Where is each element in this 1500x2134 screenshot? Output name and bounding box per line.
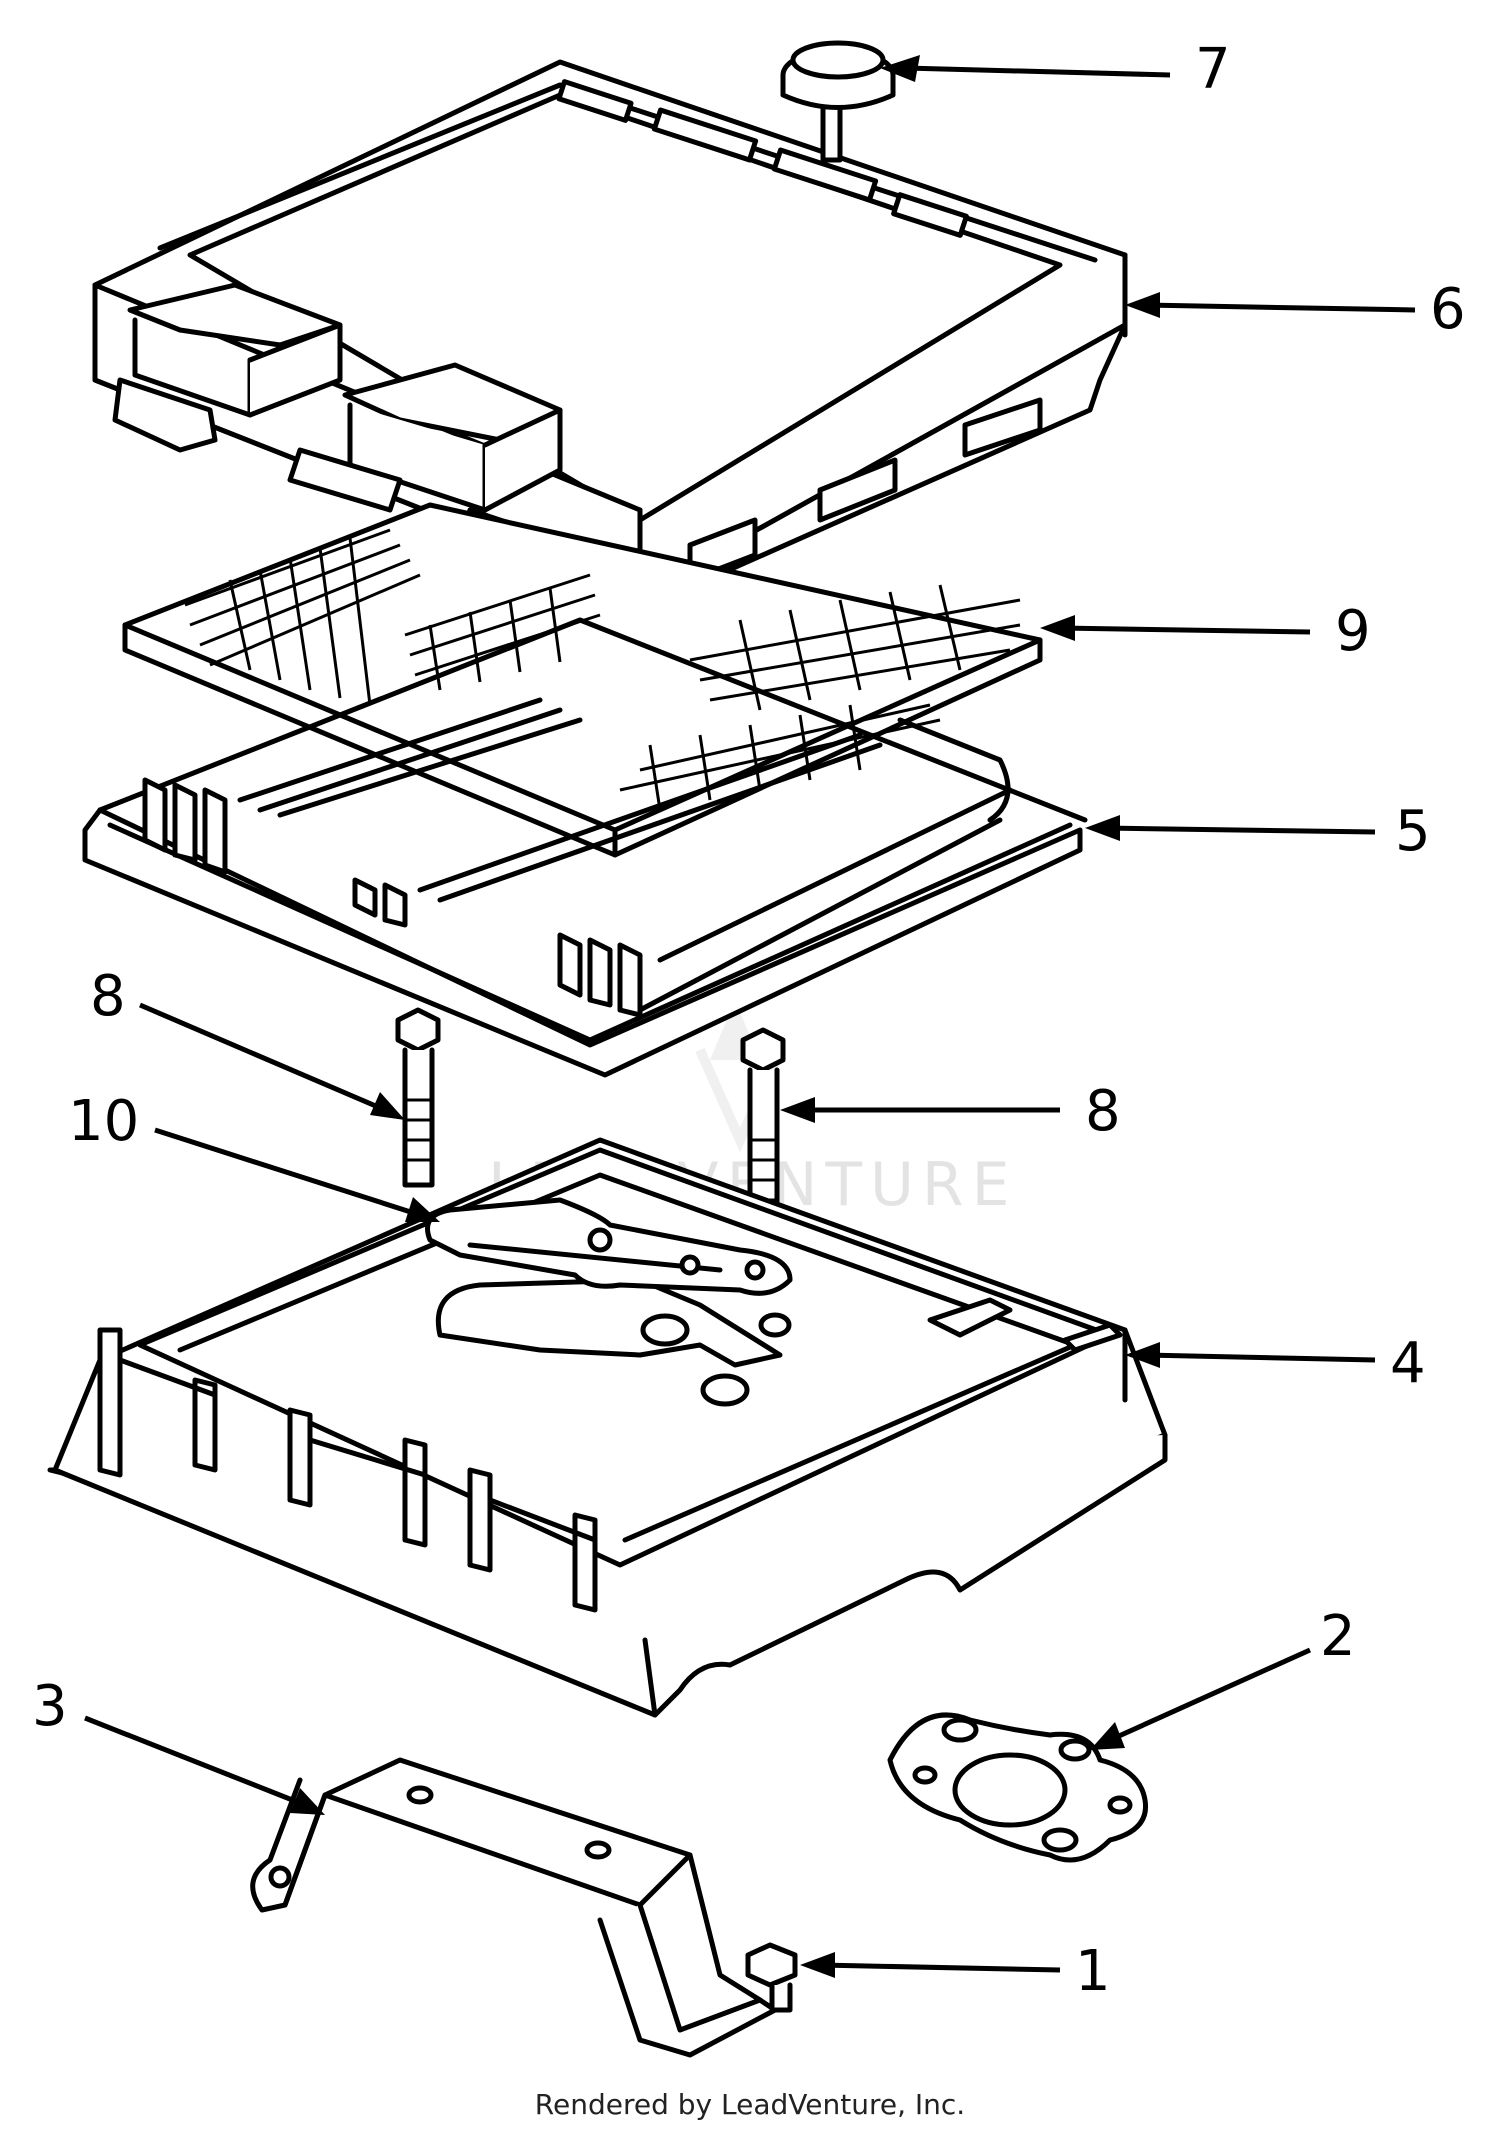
callout-1: 1 — [800, 1939, 1111, 2004]
callout-label: 4 — [1390, 1331, 1426, 1396]
callout-label: 9 — [1335, 599, 1371, 664]
credit-footer: Rendered by LeadVenture, Inc. — [534, 2088, 966, 2121]
screen-mesh — [184, 528, 1021, 811]
part-cover[interactable] — [92, 59, 1128, 608]
callout-label: 6 — [1430, 277, 1466, 342]
callout-2: 2 — [1090, 1604, 1356, 1750]
callout-5: 5 — [1085, 799, 1431, 864]
callout-8-right: 8 — [780, 1079, 1121, 1144]
part-base[interactable] — [47, 1137, 1168, 1718]
callout-9: 9 — [1040, 599, 1371, 664]
callout-label: 8 — [1085, 1079, 1121, 1144]
callout-7: 7 — [880, 37, 1231, 102]
callout-label: 10 — [68, 1089, 139, 1154]
part-bolt-left[interactable] — [395, 1007, 441, 1188]
callout-3: 3 — [32, 1674, 325, 1815]
callout-label: 2 — [1320, 1604, 1356, 1669]
part-gasket-lower[interactable] — [887, 1712, 1149, 1863]
callout-label: 7 — [1195, 37, 1231, 102]
callout-label: 3 — [32, 1674, 68, 1739]
callout-label: 1 — [1075, 1939, 1111, 2004]
part-gasket-upper[interactable] — [425, 1197, 793, 1296]
part-knob[interactable] — [780, 40, 896, 163]
callout-label: 5 — [1395, 799, 1431, 864]
part-bracket[interactable] — [250, 1757, 778, 2058]
part-screw[interactable] — [745, 1942, 798, 2013]
part-screen[interactable] — [122, 502, 1043, 858]
part-filter-element[interactable] — [82, 617, 1088, 1078]
callout-10: 10 — [68, 1089, 440, 1222]
callout-label: 8 — [90, 964, 126, 1029]
callout-8-left: 8 — [90, 964, 405, 1120]
part-bolt-right[interactable] — [740, 1027, 786, 1223]
callout-4: 4 — [1125, 1331, 1426, 1396]
callout-6: 6 — [1125, 277, 1466, 342]
